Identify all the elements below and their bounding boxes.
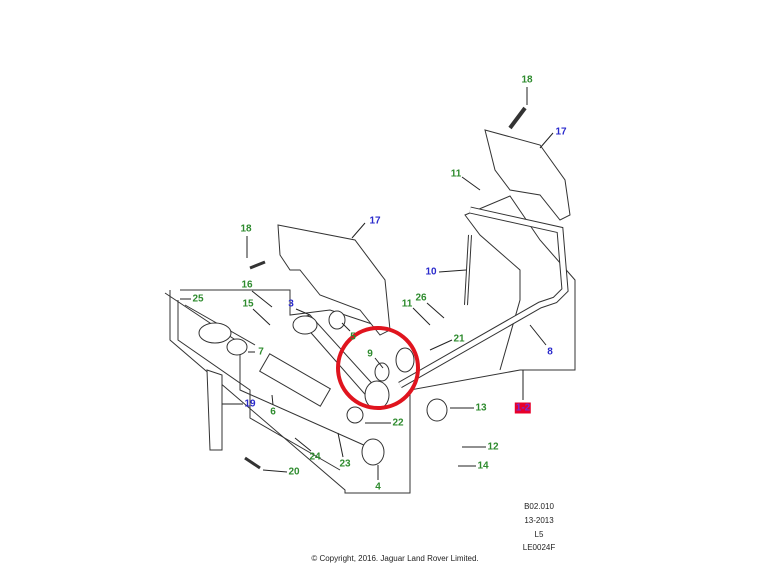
shock-body bbox=[259, 353, 331, 407]
callout-10[interactable]: 10 bbox=[425, 266, 437, 278]
callout-20[interactable]: 20 bbox=[288, 466, 300, 478]
callout-21[interactable]: 21 bbox=[453, 333, 465, 345]
callout-18[interactable]: 18 bbox=[240, 223, 252, 235]
group-frame bbox=[180, 289, 391, 331]
highlight-circle bbox=[336, 326, 420, 410]
callout-11[interactable]: 11 bbox=[450, 168, 462, 180]
heat-shield-upper bbox=[484, 129, 571, 221]
callout-16[interactable]: 16 bbox=[241, 279, 253, 291]
callout-3[interactable]: 3 bbox=[288, 298, 294, 310]
callout-12[interactable]: 12 bbox=[487, 441, 499, 453]
callout-22[interactable]: 22 bbox=[392, 417, 404, 429]
group-frame bbox=[177, 300, 341, 471]
footer-date: 13-2013 bbox=[524, 516, 554, 525]
footer-code: LE0024F bbox=[522, 543, 556, 552]
leader-lines bbox=[180, 87, 554, 480]
callout-8[interactable]: 8 bbox=[547, 346, 553, 358]
footer-ref: B02.010 bbox=[524, 502, 554, 511]
callout-17[interactable]: 17 bbox=[369, 215, 381, 227]
callout-15[interactable]: 15 bbox=[242, 298, 254, 310]
callout-7[interactable]: 7 bbox=[258, 346, 264, 358]
callout-11[interactable]: 11 bbox=[401, 298, 413, 310]
callout-5[interactable]: 5 bbox=[350, 331, 356, 343]
callout-14[interactable]: 14 bbox=[477, 460, 489, 472]
callout-4[interactable]: 4 bbox=[375, 481, 381, 493]
anti-roll-bar-inner bbox=[398, 207, 568, 388]
footer-level: L5 bbox=[534, 530, 544, 539]
callout-6[interactable]: 6 bbox=[270, 406, 276, 418]
callout-24[interactable]: 24 bbox=[309, 451, 321, 463]
callout-18[interactable]: 18 bbox=[521, 74, 533, 86]
group-frame bbox=[169, 195, 576, 494]
callout-23[interactable]: 23 bbox=[339, 458, 351, 470]
callout-19[interactable]: 19 bbox=[244, 398, 256, 410]
callout-1-2[interactable]: 1-2 bbox=[514, 402, 532, 414]
heat-shield-lower bbox=[277, 224, 391, 336]
callout-26[interactable]: 26 bbox=[415, 292, 427, 304]
callout-9[interactable]: 9 bbox=[367, 348, 373, 360]
copyright: © Copyright, 2016. Jaguar Land Rover Lim… bbox=[311, 554, 479, 563]
callout-17[interactable]: 17 bbox=[555, 126, 567, 138]
callout-25[interactable]: 25 bbox=[192, 293, 204, 305]
callout-13[interactable]: 13 bbox=[475, 402, 487, 414]
group-frame bbox=[164, 292, 376, 451]
